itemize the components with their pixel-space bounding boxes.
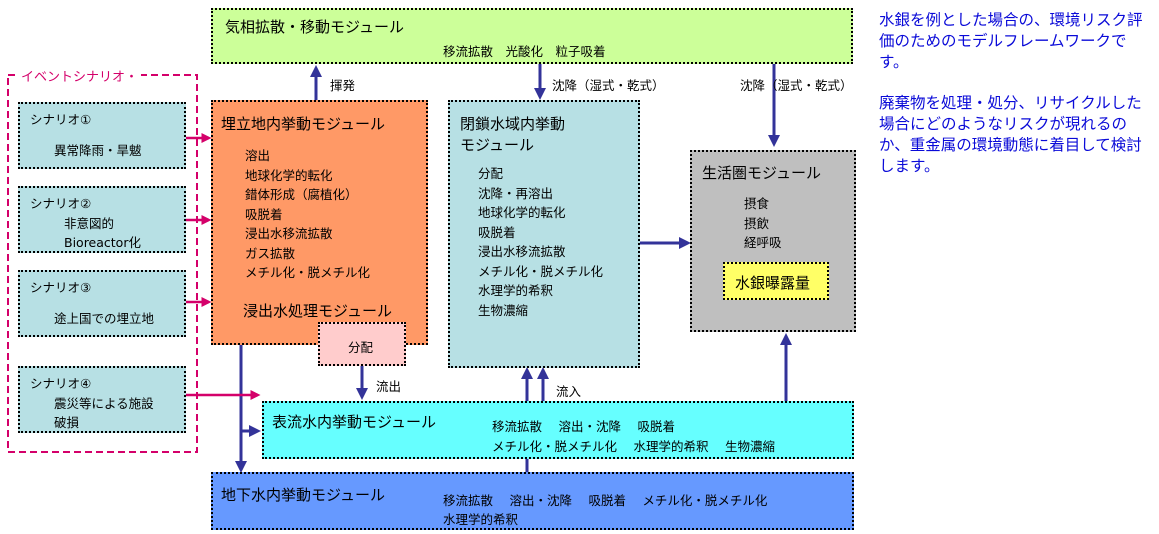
leachate-title: 浸出水処理モジュール: [243, 302, 392, 320]
closed-water-item: 生物濃縮: [478, 302, 529, 318]
scenario-4-title: シナリオ④: [30, 376, 92, 391]
scenario-3-box: シナリオ③ 途上国での埋立地: [18, 270, 186, 337]
label-inflow: 流入: [556, 384, 582, 399]
living-items: 摂食 摂飲 経呼吸: [744, 194, 782, 253]
ground-line-2: 水理学的希釈: [443, 512, 519, 527]
closed-water-item: 地球化学的転化: [478, 205, 566, 220]
surface-water-module: 表流水内挙動モジュール 移流拡散 溶出・沈降 吸脱着 メチル化・脱メチル化 水理…: [262, 401, 854, 459]
groundwater-module: 地下水内挙動モジュール 移流拡散 溶出・沈降 吸脱着 メチル化・脱メチル化 水理…: [211, 472, 854, 530]
scenario-4-line-1: 震災等による施設: [54, 396, 154, 411]
closed-water-item: 水理学的希釈: [478, 283, 554, 298]
scenario-2-line-2: Bioreactor化: [64, 235, 141, 250]
landfill-module: 埋立地内挙動モジュール 溶出 地球化学的転化 錯体形成（腐植化） 吸脱着 浸出水…: [211, 100, 428, 345]
label-volatilize: 揮発: [330, 78, 356, 93]
distribution-label: 分配: [348, 340, 374, 355]
surface-title: 表流水内挙動モジュール: [272, 413, 436, 431]
label-deposition-center: 沈降（湿式・乾式）: [552, 78, 665, 93]
scenario-4-box: シナリオ④ 震災等による施設 破損: [18, 366, 186, 433]
closed-water-item: 浸出水移流拡散: [478, 244, 566, 259]
closed-water-module: 閉鎖水域内挙動 モジュール 分配 沈降・再溶出 地球化学的転化 吸脱着 浸出水移…: [448, 100, 640, 368]
closed-water-title-2: モジュール: [460, 136, 534, 154]
landfill-items: 溶出 地球化学的転化 錯体形成（腐植化） 吸脱着 浸出水移流拡散 ガス拡散 メチ…: [245, 146, 370, 283]
living-title: 生活圏モジュール: [702, 164, 821, 182]
distribution-box: 分配: [318, 322, 406, 366]
atmos-sub: 移流拡散 光酸化 粒子吸着: [443, 44, 606, 59]
landfill-item: 地球化学的転化: [245, 167, 333, 183]
label-deposition-right: 沈降（湿式・乾式）: [740, 78, 853, 93]
scenario-2-line-1: 非意図的: [64, 216, 115, 231]
living-item: 摂食: [744, 196, 770, 211]
closed-water-item: 分配: [478, 166, 504, 181]
landfill-item: 溶出: [245, 148, 271, 163]
landfill-title: 埋立地内挙動モジュール: [221, 115, 385, 133]
atmos-title: 気相拡散・移動モジュール: [225, 18, 404, 36]
ground-line-1: 移流拡散 溶出・沈降 吸脱着 メチル化・脱メチル化: [443, 493, 768, 508]
landfill-item: ガス拡散: [245, 245, 296, 261]
living-item: 経呼吸: [744, 235, 782, 250]
scenario-1-box: シナリオ① 異常降雨・旱魃: [18, 102, 186, 169]
mercury-exposure-label: 水銀曝露量: [735, 274, 811, 292]
scenario-3-line-1: 途上国での埋立地: [54, 311, 155, 326]
surface-line-1: 移流拡散 溶出・沈降 吸脱着: [492, 419, 675, 434]
landfill-item: 浸出水移流拡散: [245, 226, 333, 241]
atmos-module: 気相拡散・移動モジュール 移流拡散 光酸化 粒子吸着: [211, 8, 853, 64]
scenario-4-line-2: 破損: [54, 415, 80, 430]
closed-water-items: 分配 沈降・再溶出 地球化学的転化 吸脱着 浸出水移流拡散 メチル化・脱メチル化…: [478, 164, 603, 320]
mercury-exposure-box: 水銀曝露量: [723, 262, 829, 300]
landfill-item: メチル化・脱メチル化: [245, 265, 371, 280]
living-module: 生活圏モジュール 摂食 摂飲 経呼吸 水銀曝露量: [690, 150, 856, 332]
scenario-2-box: シナリオ② 非意図的 Bioreactor化: [18, 186, 186, 253]
closed-water-item: メチル化・脱メチル化: [478, 263, 604, 279]
closed-water-item: 吸脱着: [478, 224, 516, 240]
note-paragraph-2: 廃棄物を処理・処分、リサイクルした場合にどのようなリスクが現れるのか、重金属の環…: [879, 94, 1142, 175]
landfill-item: 錯体形成（腐植化）: [245, 187, 358, 202]
scenario-1-title: シナリオ①: [30, 112, 92, 127]
living-item: 摂飲: [744, 215, 770, 231]
scenario-2-title: シナリオ②: [30, 196, 92, 211]
event-title: イベントシナリオ・: [18, 66, 142, 85]
closed-water-item: 沈降・再溶出: [478, 185, 554, 201]
ground-title: 地下水内挙動モジュール: [221, 486, 385, 504]
scenario-3-title: シナリオ③: [30, 280, 92, 295]
landfill-item: 吸脱着: [245, 206, 283, 222]
label-outflow: 流出: [376, 379, 402, 394]
note-paragraph-1: 水銀を例とした場合の、環境リスク評価のためのモデルフレームワークです。: [879, 11, 1143, 71]
closed-water-title-1: 閉鎖水域内挙動: [460, 115, 566, 133]
scenario-1-line-1: 異常降雨・旱魃: [54, 143, 142, 158]
surface-line-2: メチル化・脱メチル化 水理学的希釈 生物濃縮: [492, 439, 775, 454]
